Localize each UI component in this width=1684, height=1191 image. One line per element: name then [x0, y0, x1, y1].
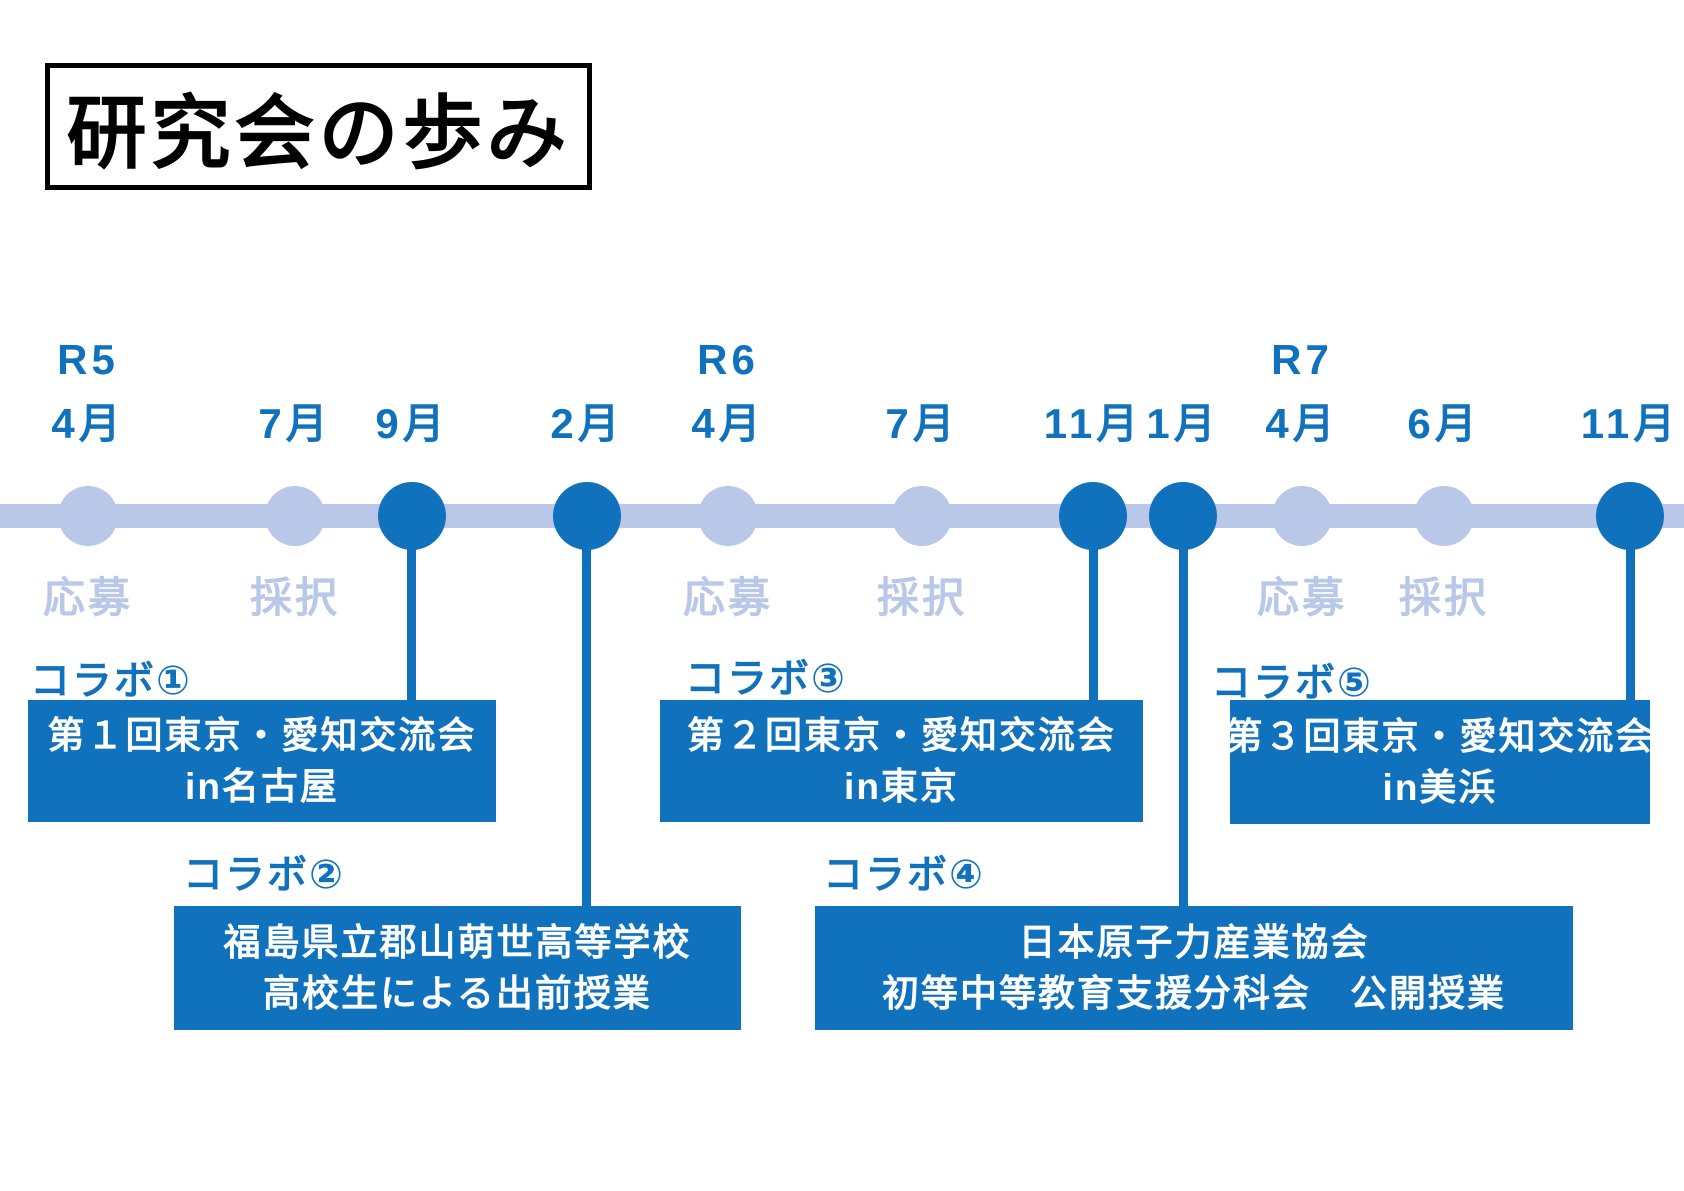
event-box-3-line2: in東京 — [844, 766, 959, 807]
year-label: R6 — [697, 336, 759, 383]
year-label: R7 — [1271, 336, 1333, 383]
event-box-5-line1: 第３回東京・愛知交流会 — [1225, 715, 1655, 757]
connector-line-4 — [1179, 516, 1188, 912]
timeline-dot-dark — [378, 482, 446, 550]
event-box-1-line1: 第１回東京・愛知交流会 — [47, 714, 477, 756]
event-tag-1: コラボ① — [30, 659, 192, 703]
connector-line-2 — [582, 516, 591, 912]
month-label: 4月 — [691, 400, 765, 447]
phase-label: 採択 — [1398, 574, 1490, 621]
timeline-dot-dark — [553, 482, 621, 550]
year-label: R5 — [57, 336, 119, 383]
event-tag-3: コラボ③ — [685, 657, 847, 701]
month-label: 11月 — [1043, 400, 1143, 447]
month-label: 11月 — [1580, 400, 1680, 447]
event-box-5-line2: in美浜 — [1382, 767, 1498, 808]
month-label: 4月 — [51, 400, 125, 447]
event-box-4-line2: 初等中等教育支援分科会 公開授業 — [882, 973, 1506, 1014]
event-box-2-line2: 高校生による出前授業 — [263, 973, 652, 1014]
event-box-2-line1: 福島県立郡山萌世高等学校 — [223, 921, 692, 963]
event-tag-2: コラボ② — [183, 853, 345, 897]
connector-line-3 — [1089, 516, 1098, 706]
month-label: 2月 — [550, 400, 624, 447]
event-box-2: 福島県立郡山萌世高等学校 高校生による出前授業 — [174, 906, 741, 1030]
month-label: 4月 — [1265, 400, 1339, 447]
timeline-dot-light — [58, 486, 118, 546]
timeline-dot-light — [1414, 486, 1474, 546]
timeline-dot-light — [698, 486, 758, 546]
event-box-1-line2: in名古屋 — [185, 766, 339, 807]
phase-label: 応募 — [42, 574, 134, 621]
timeline-dot-light — [892, 486, 952, 546]
event-box-4-line1: 日本原子力産業協会 — [1018, 921, 1370, 963]
phase-label: 採択 — [249, 574, 341, 621]
event-tag-4: コラボ④ — [823, 853, 985, 897]
connector-line-5 — [1626, 516, 1635, 706]
timeline-dot-light — [265, 486, 325, 546]
event-box-4: 日本原子力産業協会 初等中等教育支援分科会 公開授業 — [815, 906, 1573, 1030]
timeline-dot-dark — [1059, 482, 1127, 550]
month-label: 6月 — [1407, 400, 1481, 447]
timeline-dot-light — [1272, 486, 1332, 546]
timeline-dot-dark — [1596, 482, 1664, 550]
event-box-1: 第１回東京・愛知交流会 in名古屋 — [28, 700, 496, 822]
month-label: 1月 — [1146, 400, 1220, 447]
month-label: 9月 — [375, 400, 449, 447]
page-title-box: 研究会の歩み — [45, 63, 592, 190]
event-box-3-line1: 第２回東京・愛知交流会 — [687, 714, 1116, 756]
event-tag-5: コラボ⑤ — [1211, 661, 1373, 705]
phase-label: 応募 — [1256, 574, 1348, 621]
event-box-3: 第２回東京・愛知交流会 in東京 — [660, 700, 1143, 822]
event-box-5: 第３回東京・愛知交流会 in美浜 — [1226, 700, 1653, 824]
month-label: 7月 — [885, 400, 959, 447]
phase-label: 応募 — [682, 574, 774, 621]
month-label: 7月 — [258, 400, 332, 447]
phase-label: 採択 — [876, 574, 968, 621]
page-title: 研究会の歩み — [66, 88, 571, 178]
connector-line-1 — [407, 516, 416, 706]
timeline-dot-dark — [1149, 482, 1217, 550]
